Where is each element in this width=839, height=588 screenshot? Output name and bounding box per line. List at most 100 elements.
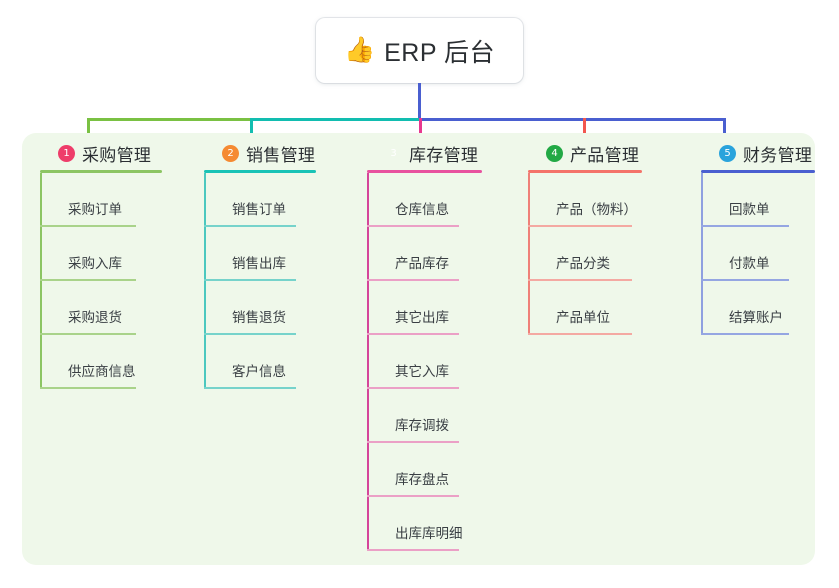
branch-header-rule xyxy=(701,170,815,173)
leaf-rule xyxy=(367,549,459,551)
branch-column-finance-management: 5 财务管理回款单付款单结算账户 xyxy=(701,133,815,335)
leaf-purchase-return: 采购退货 xyxy=(68,310,122,325)
branch-column-inventory-management: 3 库存管理仓库信息产品库存其它出库其它入库库存调拨库存盘点出库库明细 xyxy=(367,133,482,551)
leaf-purchase-order: 采购订单 xyxy=(68,202,122,217)
leaf-product-stock: 产品库存 xyxy=(395,256,449,271)
connector-bus-green xyxy=(87,118,250,121)
leaf-other-inbound: 其它入库 xyxy=(395,364,449,379)
leaf-rule xyxy=(40,225,136,227)
root-node-content: 👍 ERP 后台 xyxy=(344,33,495,69)
branch-badge-4: 4 xyxy=(546,144,563,162)
branch-header-finance-management[interactable]: 5 财务管理 xyxy=(701,133,815,173)
branch-title-finance-management: 财务管理 xyxy=(743,145,813,165)
list-item[interactable]: 供应商信息 xyxy=(40,335,136,389)
branch-badge-2: 2 xyxy=(222,144,239,162)
branch-header-rule xyxy=(204,170,316,173)
branch-spine-finance-management xyxy=(701,173,703,335)
thumbs-up-icon: 👍 xyxy=(343,36,376,64)
list-item[interactable]: 出库库明细 xyxy=(367,497,463,551)
leaf-rule xyxy=(701,279,789,281)
branches-panel: 1 采购管理采购订单采购入库采购退货供应商信息 2 销售管理销售订单销售出库销售退货客… xyxy=(22,133,815,565)
leaf-rule xyxy=(40,279,136,281)
list-item[interactable]: 结算账户 xyxy=(701,281,789,335)
leaf-payment-order: 付款单 xyxy=(729,256,770,271)
branch-header-rule xyxy=(528,170,642,173)
list-item[interactable]: 销售出库 xyxy=(204,227,296,281)
leaf-settlement-account: 结算账户 xyxy=(729,310,783,325)
leaf-rule xyxy=(701,333,789,335)
branch-title-inventory-management: 库存管理 xyxy=(409,145,479,165)
leaf-sales-order: 销售订单 xyxy=(232,202,286,217)
branch-header-product-management[interactable]: 4 产品管理 xyxy=(528,133,642,173)
leaf-rule xyxy=(367,333,459,335)
leaf-rule xyxy=(367,495,459,497)
branch-spine-purchase-management xyxy=(40,173,42,389)
leaf-rule xyxy=(528,279,632,281)
leaf-rule xyxy=(204,387,296,389)
leaf-outbound-detail: 出库库明细 xyxy=(395,526,463,541)
branch-column-product-management: 4 产品管理产品（物料） 产品分类产品单位 xyxy=(528,133,642,335)
leaf-rule xyxy=(367,225,459,227)
branch-badge-1: 1 xyxy=(58,144,75,162)
leaf-stock-count: 库存盘点 xyxy=(395,472,449,487)
leaf-other-outbound: 其它出库 xyxy=(395,310,449,325)
list-item[interactable]: 产品（物料） xyxy=(528,173,637,227)
list-item[interactable]: 采购订单 xyxy=(40,173,136,227)
leaf-rule xyxy=(40,387,136,389)
leaf-rule xyxy=(701,225,789,227)
leaf-product-material: 产品（物料） xyxy=(556,202,637,217)
leaf-warehouse-info: 仓库信息 xyxy=(395,202,449,217)
leaf-stock-transfer: 库存调拨 xyxy=(395,418,449,433)
connector-bus-blue xyxy=(419,118,723,121)
branch-title-sales-management: 销售管理 xyxy=(246,145,316,165)
branch-header-sales-management[interactable]: 2 销售管理 xyxy=(204,133,316,173)
leaf-product-unit: 产品单位 xyxy=(556,310,610,325)
branch-spine-sales-management xyxy=(204,173,206,389)
leaf-receipt-order: 回款单 xyxy=(729,202,770,217)
leaf-rule xyxy=(204,333,296,335)
branch-badge-5: 5 xyxy=(719,144,736,162)
branch-title-purchase-management: 采购管理 xyxy=(82,145,152,165)
list-item[interactable]: 仓库信息 xyxy=(367,173,459,227)
branch-header-purchase-management[interactable]: 1 采购管理 xyxy=(40,133,162,173)
list-item[interactable]: 库存盘点 xyxy=(367,443,459,497)
branch-badge-3: 3 xyxy=(390,147,397,159)
leaf-rule xyxy=(204,279,296,281)
leaf-purchase-inbound: 采购入库 xyxy=(68,256,122,271)
branch-header-inventory-management[interactable]: 3 库存管理 xyxy=(367,133,482,173)
leaf-sales-return: 销售退货 xyxy=(232,310,286,325)
leaf-customer-info: 客户信息 xyxy=(232,364,286,379)
list-item[interactable]: 客户信息 xyxy=(204,335,296,389)
leaf-rule xyxy=(528,225,632,227)
list-item[interactable]: 销售订单 xyxy=(204,173,296,227)
branch-header-rule xyxy=(40,170,162,173)
list-item[interactable]: 其它入库 xyxy=(367,335,459,389)
list-item[interactable]: 销售退货 xyxy=(204,281,296,335)
leaf-rule xyxy=(528,333,632,335)
leaf-rule xyxy=(367,387,459,389)
list-item[interactable]: 产品单位 xyxy=(528,281,632,335)
list-item[interactable]: 产品分类 xyxy=(528,227,632,281)
branch-header-rule xyxy=(367,170,482,173)
leaf-rule xyxy=(40,333,136,335)
list-item[interactable]: 回款单 xyxy=(701,173,789,227)
leaf-sales-outbound: 销售出库 xyxy=(232,256,286,271)
root-node-title: ERP 后台 xyxy=(384,38,496,67)
leaf-rule xyxy=(367,279,459,281)
list-item[interactable]: 付款单 xyxy=(701,227,789,281)
list-item[interactable]: 库存调拨 xyxy=(367,389,459,443)
root-node-card[interactable]: 👍 ERP 后台 xyxy=(316,18,523,83)
branch-spine-product-management xyxy=(528,173,530,335)
connector-root-stem xyxy=(418,83,421,121)
leaf-rule xyxy=(367,441,459,443)
list-item[interactable]: 其它出库 xyxy=(367,281,459,335)
list-item[interactable]: 采购入库 xyxy=(40,227,136,281)
leaf-supplier-info: 供应商信息 xyxy=(68,364,136,379)
branch-title-product-management: 产品管理 xyxy=(570,145,640,165)
connector-bus-teal xyxy=(250,118,419,121)
branch-spine-inventory-management xyxy=(367,173,369,551)
list-item[interactable]: 产品库存 xyxy=(367,227,459,281)
branch-column-purchase-management: 1 采购管理采购订单采购入库采购退货供应商信息 xyxy=(40,133,162,389)
leaf-rule xyxy=(204,225,296,227)
list-item[interactable]: 采购退货 xyxy=(40,281,136,335)
